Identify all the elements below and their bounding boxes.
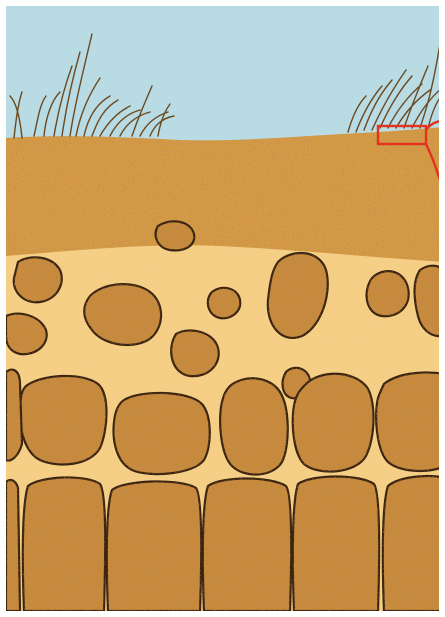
clod-texture xyxy=(114,393,210,474)
clod-texture xyxy=(293,374,374,472)
clod-texture xyxy=(376,372,445,470)
clod-texture xyxy=(220,378,288,474)
clod-texture xyxy=(20,376,107,465)
clod-texture xyxy=(23,477,105,611)
clod-texture xyxy=(293,477,379,612)
clod-texture xyxy=(6,480,20,611)
clod-texture xyxy=(6,370,22,461)
clod-texture xyxy=(107,481,201,611)
clod-texture xyxy=(203,479,291,612)
clod-texture xyxy=(367,271,409,316)
clod-texture xyxy=(383,476,445,611)
